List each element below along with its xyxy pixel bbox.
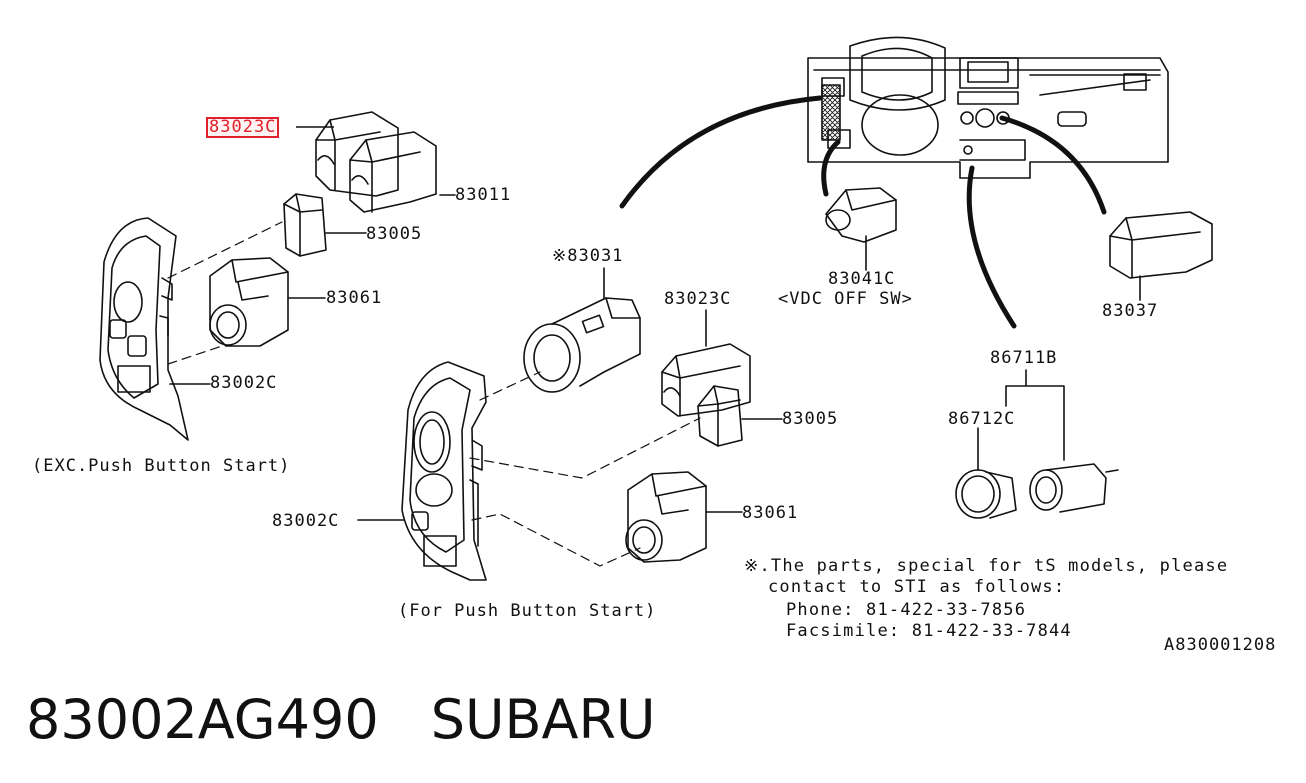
note-line-2: contact to STI as follows: (768, 577, 1066, 597)
switch-83011 (349, 131, 456, 213)
panel-83002c-upper (99, 217, 211, 441)
switch-83005-upper (283, 193, 367, 257)
switch-83061-mid (625, 471, 743, 563)
parts-diagram (99, 36, 1213, 581)
callout-83005-mid[interactable]: 83005 (782, 409, 839, 429)
callout-83002c-mid[interactable]: 83002C (272, 511, 340, 531)
callout-83041c[interactable]: 83041C (828, 269, 896, 289)
footer-title: 83002AG490 SUBARU (26, 688, 656, 751)
caption-vdc-off-sw: <VDC OFF SW> (778, 289, 913, 309)
footer-part-number: 83002AG490 (26, 688, 379, 751)
switch-83005-mid (697, 385, 783, 447)
callout-86712c[interactable]: 86712C (948, 409, 1016, 429)
panel-83002c-mid (357, 361, 487, 581)
switch-83031 (523, 267, 641, 393)
caption-for-push-button-start: (For Push Button Start) (398, 601, 657, 621)
callout-83005-upper[interactable]: 83005 (366, 224, 423, 244)
note-phone: Phone: 81-422-33-7856 (786, 600, 1027, 620)
callout-83061-mid[interactable]: 83061 (742, 503, 799, 523)
footer-brand: SUBARU (430, 688, 656, 751)
lighter-86712c (955, 427, 1017, 519)
note-facsimile: Facsimile: 81-422-33-7844 (786, 621, 1072, 641)
callout-83023c-mid[interactable]: 83023C (664, 289, 732, 309)
callout-83002c-upper[interactable]: 83002C (210, 373, 278, 393)
callout-86711b[interactable]: 86711B (990, 348, 1058, 368)
callout-83037[interactable]: 83037 (1102, 301, 1159, 321)
callout-83061-upper[interactable]: 83061 (326, 288, 383, 308)
drawing-code: A830001208 (1164, 635, 1277, 655)
dashboard-illustration (807, 36, 1169, 179)
switch-83061-upper (209, 257, 326, 347)
leader-arcs (619, 95, 1107, 329)
caption-exc-push-button-start: (EXC.Push Button Start) (32, 456, 291, 476)
callout-83031[interactable]: ※83031 (552, 246, 624, 266)
callout-83023c-highlight[interactable]: 83023C (206, 117, 280, 138)
dashed-connectors-mid (469, 371, 701, 567)
callout-83011[interactable]: 83011 (455, 185, 512, 205)
note-line-1: ※.The parts, special for tS models, plea… (744, 556, 1229, 576)
switch-83023c-mid (661, 309, 751, 417)
switch-83037 (1109, 211, 1213, 301)
lighter-86711b (1005, 369, 1119, 513)
leader-line-83023c (296, 126, 334, 128)
dashed-connectors-left (167, 221, 283, 365)
switch-83041c (825, 187, 897, 271)
